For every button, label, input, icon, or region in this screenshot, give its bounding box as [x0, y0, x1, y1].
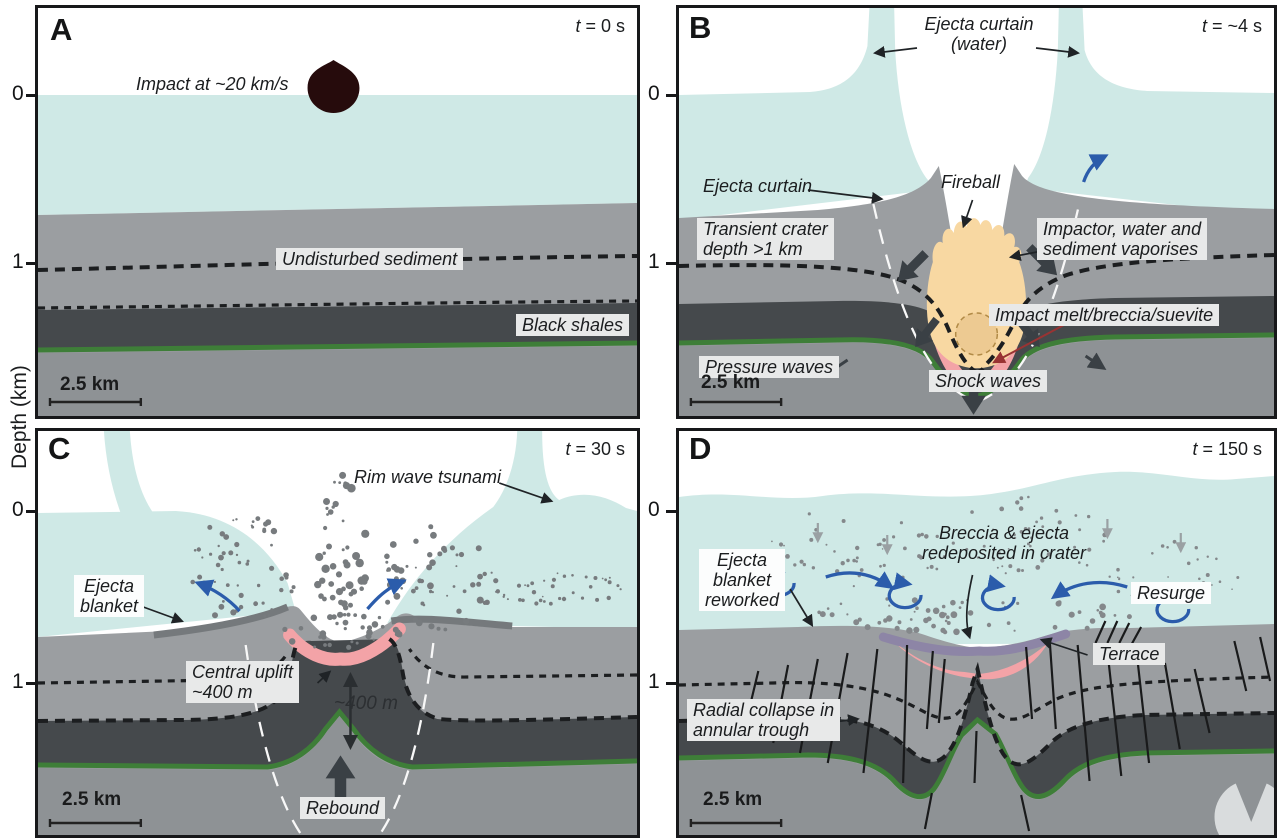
breccia-layer — [878, 629, 1071, 656]
rebound-arrow — [325, 755, 356, 806]
axis-tick-1: 1 — [12, 670, 24, 693]
label-pointer-arrows — [807, 45, 1080, 262]
ejecta-blanket-layer — [153, 603, 513, 639]
fireball-icon — [926, 218, 1027, 369]
water-left — [679, 8, 931, 220]
impact-melt-pocket — [893, 641, 1048, 680]
settling-arrows — [812, 519, 1187, 556]
tick-mark — [666, 262, 676, 265]
water-right — [1025, 8, 1274, 216]
tick-mark — [26, 94, 36, 97]
axis-tick-0: 0 — [12, 498, 24, 521]
axis-tick-0: 0 — [12, 82, 24, 105]
scale-bar — [689, 819, 783, 827]
scale-bar — [689, 398, 783, 406]
ejecta-particles — [190, 471, 622, 650]
scale-bar — [48, 398, 143, 406]
tick-mark — [26, 510, 36, 513]
water-right — [387, 431, 637, 629]
watermark-logo — [1214, 780, 1274, 835]
axis-tick-1: 1 — [648, 670, 660, 693]
impactor-icon — [307, 60, 360, 113]
melt-pointer-arrow — [992, 323, 1067, 364]
tick-mark — [666, 682, 676, 685]
tick-mark — [26, 262, 36, 265]
water — [679, 471, 1274, 645]
panel-c-diagram — [38, 431, 637, 835]
vaporising-impactor-icon — [954, 312, 999, 356]
tick-mark — [666, 94, 676, 97]
axis-tick-0: 0 — [648, 82, 660, 105]
water-motion-arrows — [194, 578, 407, 613]
depth-axis-label: Depth (km) — [8, 365, 31, 469]
tick-mark — [26, 682, 36, 685]
label-pointer-arrows — [789, 574, 1088, 727]
water-motion-arrow — [1082, 154, 1109, 183]
label-pointer-arrows — [137, 482, 554, 684]
panel-d-diagram — [679, 471, 1274, 835]
impact-melt-layer — [283, 622, 406, 666]
axis-tick-1: 1 — [648, 250, 660, 273]
tick-mark — [666, 510, 676, 513]
scale-bar — [48, 819, 143, 827]
axis-tick-1: 1 — [12, 250, 24, 273]
transient-crater-outline — [872, 201, 1081, 404]
water-curtain-left — [103, 431, 168, 553]
panel-a-diagram — [38, 60, 637, 416]
axis-tick-0: 0 — [648, 498, 660, 521]
panel-b: B t = ~4 s Ejecta curtain(water) Ejecta … — [676, 5, 1277, 419]
panel-b-diagram — [679, 8, 1274, 416]
panel-a: A t = 0 s Impact at ~20 km/s Undisturbed… — [35, 5, 640, 419]
settling-particles — [771, 495, 1240, 636]
